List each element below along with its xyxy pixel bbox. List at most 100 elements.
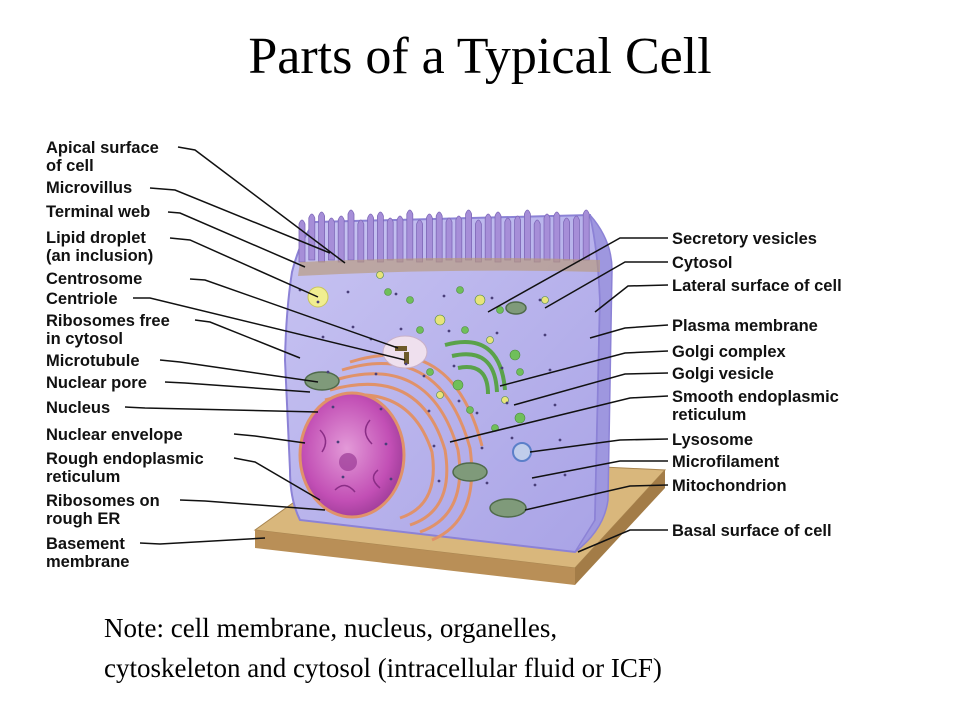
note-line-1: Note: cell membrane, nucleus, organelles… — [104, 613, 558, 643]
ribosome — [505, 401, 509, 405]
vesicle — [509, 349, 521, 361]
microvillus — [377, 211, 384, 263]
ribosome — [457, 399, 461, 403]
microvillus — [465, 209, 472, 261]
ribosome — [404, 362, 408, 366]
microvillus — [475, 219, 482, 263]
ribosome — [422, 374, 426, 378]
ribosome — [510, 436, 514, 440]
microvillus — [347, 209, 355, 261]
ribosome — [533, 483, 537, 487]
ribosome — [490, 296, 494, 300]
vesicle — [384, 288, 392, 296]
microvillus — [386, 217, 394, 261]
microvillus — [533, 219, 541, 263]
ribosome — [427, 409, 431, 413]
vesicle — [436, 391, 444, 399]
ribosome — [432, 444, 436, 448]
label-golgi-vesicle: Golgi vesicle — [672, 365, 774, 383]
microvillus — [553, 211, 561, 263]
ribosome — [447, 329, 451, 333]
ribosome — [394, 292, 398, 296]
label-terminal-web: Terminal web — [46, 203, 151, 221]
ribosome — [331, 405, 335, 409]
ribosome — [384, 442, 388, 446]
microvillus — [484, 213, 492, 261]
ribosome — [389, 477, 393, 481]
label-lateral-surface: Lateral surface of cell — [672, 277, 842, 295]
microvillus — [504, 217, 512, 261]
vesicle — [376, 271, 384, 279]
label-nuclear-envelope: Nuclear envelope — [46, 426, 183, 444]
microvillus — [337, 215, 345, 263]
slide-title: Parts of a Typical Cell — [248, 28, 712, 85]
ribosome — [558, 438, 562, 442]
golgi-complex — [444, 340, 507, 395]
ribosome — [442, 294, 446, 298]
label-lysosome: Lysosome — [672, 431, 754, 449]
label-cytosol: Cytosol — [672, 254, 733, 272]
ribosome — [485, 481, 489, 485]
label-mitochondrion: Mitochondrion — [672, 477, 787, 495]
microvillus — [426, 213, 433, 261]
ribosome — [399, 327, 403, 331]
ribosome — [553, 403, 557, 407]
ribosome — [437, 479, 441, 483]
microvillus — [396, 215, 404, 263]
ribosome — [326, 370, 330, 374]
vesicle — [461, 326, 469, 334]
vesicle — [406, 296, 414, 304]
ribosome — [321, 335, 325, 339]
ribosome — [341, 475, 345, 479]
label-plasma-membrane: Plasma membrane — [672, 317, 818, 335]
ribosome — [374, 372, 378, 376]
vesicle — [514, 412, 526, 424]
mitochondria — [304, 301, 527, 518]
microvillus — [367, 213, 374, 261]
label-nucleus: Nucleus — [46, 399, 111, 417]
microvillus — [455, 215, 463, 263]
label-secretory-vesicles: Secretory vesicles — [672, 230, 817, 248]
microvillus — [514, 215, 521, 263]
ribosome — [548, 368, 552, 372]
label-basal-surface: Basal surface of cell — [672, 522, 832, 540]
ribosome — [495, 331, 499, 335]
label-microvillus: Microvillus — [46, 179, 133, 197]
microvillus — [445, 217, 453, 261]
ribosome — [351, 325, 355, 329]
microvillus — [524, 209, 531, 261]
ribosome — [543, 333, 547, 337]
microvillus — [563, 217, 570, 261]
ribosome — [346, 290, 350, 294]
microvillus — [543, 213, 551, 261]
microvillus — [357, 219, 365, 263]
label-centriole: Centriole — [46, 290, 118, 308]
vesicle — [496, 306, 504, 314]
note-line-2: cytoskeleton and cytosol (intracellular … — [104, 653, 662, 683]
leader-lines — [124, 146, 669, 553]
label-microtubule: Microtubule — [46, 352, 140, 370]
ribosome — [480, 446, 484, 450]
vesicle — [426, 368, 434, 376]
ribosome — [316, 300, 320, 304]
microvillus — [416, 219, 423, 263]
microvillus — [406, 209, 414, 261]
nucleus-shape — [298, 391, 406, 519]
vesicle — [416, 326, 424, 334]
label-nuclear-pore: Nuclear pore — [46, 374, 147, 392]
vesicle — [474, 294, 486, 306]
ribosome — [452, 364, 456, 368]
vesicle — [516, 368, 524, 376]
terminal-web — [298, 257, 600, 276]
microvillus — [328, 217, 335, 261]
vesicle — [486, 336, 494, 344]
label-centrosome: Centrosome — [46, 270, 143, 288]
vesicle — [541, 296, 549, 304]
